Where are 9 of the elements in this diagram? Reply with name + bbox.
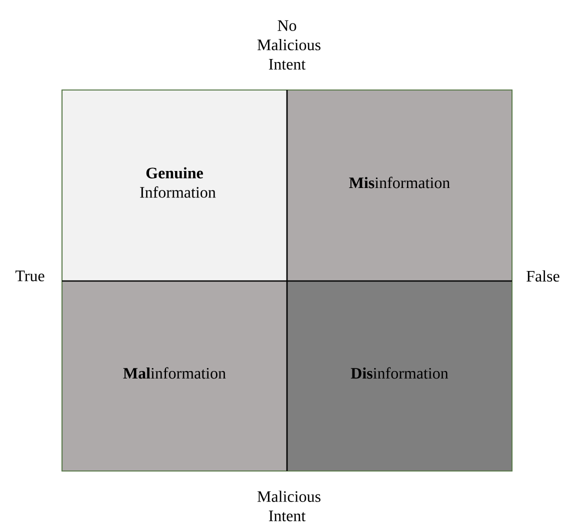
quadrant-box: Malinformation (62, 281, 287, 471)
quadrant-box: Disinformation (287, 281, 512, 471)
quadrant-box: Misinformation (287, 90, 512, 281)
axis-label: True (15, 270, 44, 282)
quadrant-box: Genuine Information (62, 90, 287, 281)
axis-label: Malicious Intent (257, 490, 320, 522)
axis-label: False (526, 270, 560, 282)
node-label: Disinformation (350, 367, 448, 379)
axis-label: No Malicious Intent (257, 20, 320, 70)
